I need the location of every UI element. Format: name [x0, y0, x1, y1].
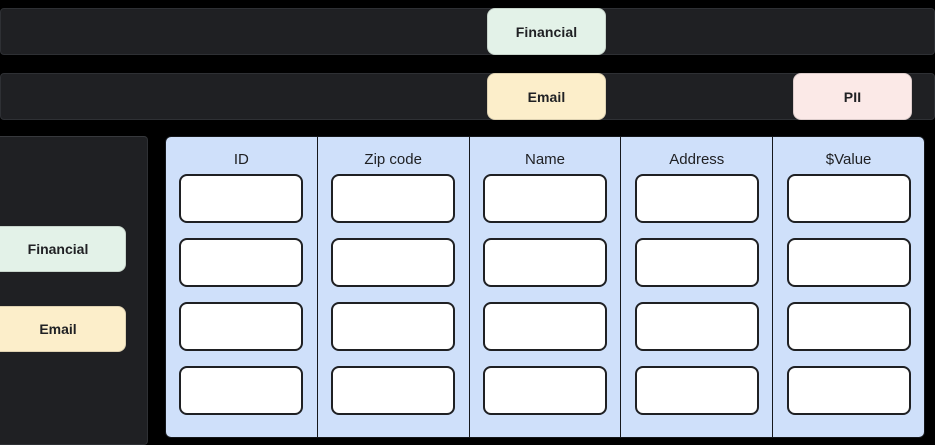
background-row-2: [0, 73, 935, 120]
tag-email-top[interactable]: Email: [487, 73, 606, 120]
table-cell[interactable]: [482, 366, 607, 415]
tag-pii-top[interactable]: PII: [793, 73, 912, 120]
data-table: ID Zip code Name Address: [165, 136, 925, 438]
table-column-zip-code[interactable]: Zip code: [317, 137, 470, 437]
table-cell[interactable]: [482, 238, 607, 287]
table-cell[interactable]: [331, 238, 456, 287]
table-column-id[interactable]: ID: [166, 137, 318, 437]
column-header-name: Name: [524, 151, 565, 168]
column-header-id: ID: [233, 151, 249, 168]
table-cell[interactable]: [786, 366, 911, 415]
table-cell[interactable]: [482, 174, 607, 223]
background-row-1: [0, 8, 935, 55]
column-header-value: $Value: [825, 151, 872, 168]
table-cell[interactable]: [786, 174, 911, 223]
sidebar-panel: Financial Email: [0, 136, 148, 445]
column-header-address: Address: [669, 151, 725, 168]
table-cell[interactable]: [482, 302, 607, 351]
tag-financial-top[interactable]: Financial: [487, 8, 606, 55]
table-cell[interactable]: [634, 366, 759, 415]
table-cell[interactable]: [634, 174, 759, 223]
table-cell[interactable]: [786, 302, 911, 351]
table-cell[interactable]: [179, 302, 304, 351]
table-cell[interactable]: [634, 238, 759, 287]
table-cell[interactable]: [179, 366, 304, 415]
sidebar-tag-financial[interactable]: Financial: [0, 226, 126, 272]
table-cell[interactable]: [331, 366, 456, 415]
table-cell[interactable]: [331, 302, 456, 351]
table-column-name[interactable]: Name: [469, 137, 622, 437]
column-header-zip-code: Zip code: [364, 151, 422, 168]
table-column-address[interactable]: Address: [621, 137, 774, 437]
table-cell[interactable]: [179, 174, 304, 223]
sidebar-tag-email[interactable]: Email: [0, 306, 126, 352]
table-cell[interactable]: [786, 238, 911, 287]
table-column-value[interactable]: $Value: [773, 137, 924, 437]
table-cell[interactable]: [634, 302, 759, 351]
table-cell[interactable]: [331, 174, 456, 223]
table-cell[interactable]: [179, 238, 304, 287]
